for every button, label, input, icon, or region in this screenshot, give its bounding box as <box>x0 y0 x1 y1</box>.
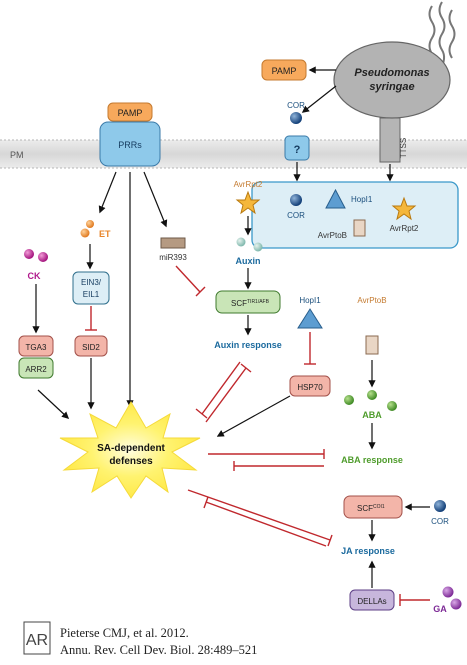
aba-molecule-1 <box>344 395 354 405</box>
pseudomonas-name-line2: syringae <box>369 81 414 93</box>
scf-tir1-main: SCF <box>231 299 247 308</box>
ck-molecule-1 <box>24 249 34 259</box>
sid2-label: SID2 <box>82 343 100 352</box>
hopi1-triangle <box>297 308 323 329</box>
mir393-rect <box>160 237 186 249</box>
mir393-inhibits-scf <box>175 265 201 293</box>
aba-label: ABA <box>362 410 382 420</box>
hsp70-node: HSP70 <box>289 375 331 397</box>
avrptob-rect <box>365 335 379 355</box>
ttss-label: TTSS <box>399 138 408 158</box>
pamp-node-right: PAMP <box>261 59 307 81</box>
prrs-to-et-arrow <box>98 171 117 214</box>
aba-molecule-2 <box>367 390 377 400</box>
ein3-label-line2: EIL1 <box>83 290 100 299</box>
hopi1-inhibits-hsp70 <box>304 332 316 365</box>
auxin-molecule-1 <box>236 237 246 247</box>
sa-aba-antagonism <box>208 449 325 471</box>
sa-defense-line1: SA-dependent <box>97 443 165 454</box>
tga3-node: TGA3 <box>18 335 54 357</box>
auxin-response-label: Auxin response <box>214 340 282 350</box>
avrrpt2-star-box <box>391 196 417 221</box>
ck-label: CK <box>28 271 41 281</box>
et-label: ET <box>99 229 111 239</box>
scf-coi1-main: SCF <box>357 504 373 513</box>
hopi1-label: HopI1 <box>299 296 321 305</box>
pamp-right-label: PAMP <box>272 66 297 76</box>
hsp70-to-sa-arrow <box>216 395 291 437</box>
et-molecule-1 <box>86 220 94 228</box>
ck-molecule-2 <box>38 252 48 262</box>
sa-auxin-antagonism <box>195 361 252 423</box>
avrptob-box-label: AvrPtoB <box>318 231 347 240</box>
ein3-node: EIN3/ EIL1 <box>72 271 110 305</box>
pamp-top-label: PAMP <box>118 108 143 118</box>
sa-defense-line2: defenses <box>109 456 153 467</box>
ein3-inhibits-sid2 <box>85 306 97 331</box>
cor-box-label: COR <box>287 211 305 220</box>
hsp70-label: HSP70 <box>297 383 323 392</box>
auxin-molecule-2 <box>253 242 263 252</box>
arr2-label: ARR2 <box>25 365 47 374</box>
hopi1-triangle-box <box>325 188 346 209</box>
scf-coi1-label: SCFCOI1 <box>357 504 385 513</box>
sa-defense-burst: SA-dependent defenses <box>59 400 201 499</box>
pseudomonas-bacterium: Pseudomonas syringae TTSS <box>333 41 451 163</box>
effector-box: COR HopI1 AvrPtoB AvrRpt2 <box>251 181 459 249</box>
tga3-label: TGA3 <box>26 343 47 352</box>
annual-reviews-logo: AR <box>23 621 51 655</box>
avrrpt2-label: AvrRpt2 <box>234 180 263 189</box>
question-receptor: ? <box>284 135 310 161</box>
prrs-to-mir393-arrow <box>143 171 168 228</box>
avrptob-rect-box <box>353 219 366 237</box>
auxin-label: Auxin <box>235 256 260 266</box>
scf-tir1-superscript: TIR1/AFB <box>247 299 270 305</box>
ga-inhibits-dellas <box>399 594 430 606</box>
prrs-receptor: PRRs <box>99 121 161 167</box>
citation-line2: Annu. Rev. Cell Dev. Biol. 28:489–521 <box>60 643 258 657</box>
cor-molecule-box <box>290 194 302 206</box>
aba-molecule-3 <box>387 401 397 411</box>
sid2-node: SID2 <box>74 335 108 357</box>
scf-tir1-label: SCFTIR1/AFB <box>231 299 270 308</box>
pseudomonas-name-line1: Pseudomonas <box>354 67 429 79</box>
svg-text:AR: AR <box>26 632 48 649</box>
aba-response-label: ABA response <box>341 455 403 465</box>
pm-label: PM <box>10 150 24 160</box>
ga-molecule-1 <box>442 586 454 598</box>
dellas-node: DELLAs <box>349 589 395 611</box>
scf-tir1-node: SCFTIR1/AFB <box>215 290 281 314</box>
arr2-node: ARR2 <box>18 357 54 379</box>
pamp-node-top: PAMP <box>107 102 153 122</box>
scf-coi1-superscript: COI1 <box>373 504 385 510</box>
hopi1-box-label: HopI1 <box>351 195 373 204</box>
ja-response-label: JA response <box>341 546 395 556</box>
ga-molecule-2 <box>450 598 462 610</box>
et-molecule-2 <box>80 228 90 238</box>
scf-coi1-node: SCFCOI1 <box>343 495 403 519</box>
cor-top-label: COR <box>287 101 305 110</box>
bacterium-to-cor-arrow <box>301 85 337 113</box>
cor-molecule-top <box>290 112 302 124</box>
dellas-label: DELLAs <box>357 597 386 606</box>
cor-molecule-ja <box>434 500 446 512</box>
avrrpt2-box-label: AvrRpt2 <box>390 224 419 233</box>
avrrpt2-star <box>235 190 261 215</box>
sa-ja-antagonism <box>187 489 333 547</box>
ga-label: GA <box>433 604 447 614</box>
arr2-to-sa-arrow <box>37 389 70 419</box>
prrs-label: PRRs <box>118 140 142 150</box>
avrptob-label: AvrPtoB <box>357 296 386 305</box>
mir393-inhibit-bar <box>195 286 206 297</box>
question-mark: ? <box>294 144 301 156</box>
mir393-label: miR393 <box>159 253 187 262</box>
citation-line1: Pieterse CMJ, et al. 2012. <box>60 626 189 640</box>
ein3-label-line1: EIN3/ <box>81 278 102 287</box>
cor-ja-label: COR <box>431 517 449 526</box>
